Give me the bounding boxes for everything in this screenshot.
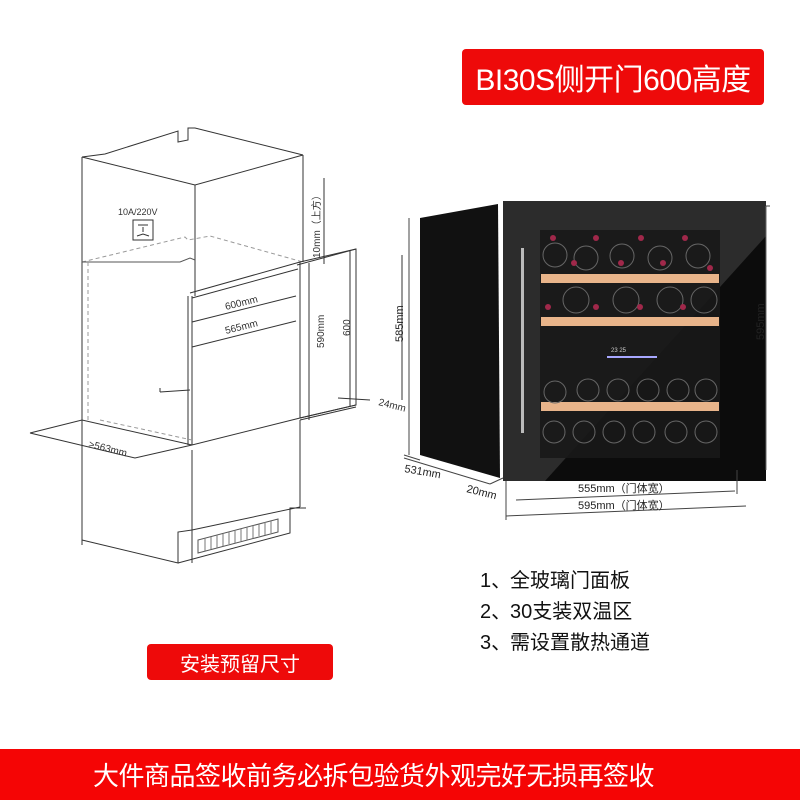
dim-height-outer: 600 bbox=[342, 319, 353, 336]
footer-notice-text: 大件商品签收前务必拆包验货外观完好无损再签收 bbox=[93, 761, 655, 791]
power-label: 10A/220V bbox=[118, 207, 158, 217]
dim-top-gap: 10mm（上方） bbox=[310, 190, 323, 258]
feature-item: 1、 全玻璃门面板 bbox=[480, 570, 630, 592]
dim-depth-product: 531mm bbox=[403, 463, 441, 481]
install-dimensions-badge: 安装预留尺寸 bbox=[147, 644, 333, 680]
diagram-canvas: 10A/220V 600mm 565mm 590mm 600 10mm（上方） … bbox=[29, 127, 770, 564]
dim-door-thickness: 20mm bbox=[465, 483, 498, 502]
title-badge: BI30S侧开门600高度 bbox=[462, 49, 764, 105]
wine-cooler-image: 23 25 bbox=[420, 201, 766, 481]
dim-door-width-outer: 595mm（门体宽） bbox=[578, 498, 670, 512]
display-readout: 23 25 bbox=[611, 348, 627, 354]
feature-item: 2、 30支装双温区 bbox=[480, 601, 633, 623]
installation-diagram bbox=[29, 127, 403, 564]
control-panel: 23 25 bbox=[607, 348, 657, 358]
dim-height-total: 595mm bbox=[755, 303, 767, 340]
footer-notice-bar: 大件商品签收前务必拆包验货外观完好无损再签收 bbox=[0, 749, 800, 800]
feature-list: 1、 全玻璃门面板 2、 30支装双温区 3、 需设置散热通道 bbox=[480, 566, 650, 659]
dim-height-inner: 590mm bbox=[316, 315, 327, 348]
dim-depth: >563mm bbox=[87, 439, 128, 459]
feature-item: 3、 需设置散热通道 bbox=[480, 632, 650, 654]
title-text: BI30S侧开门600高度 bbox=[475, 64, 751, 97]
power-socket-icon bbox=[132, 219, 154, 241]
dim-door-width-inner: 555mm（门体宽） bbox=[578, 481, 670, 495]
dim-height-body: 585mm bbox=[394, 305, 406, 342]
